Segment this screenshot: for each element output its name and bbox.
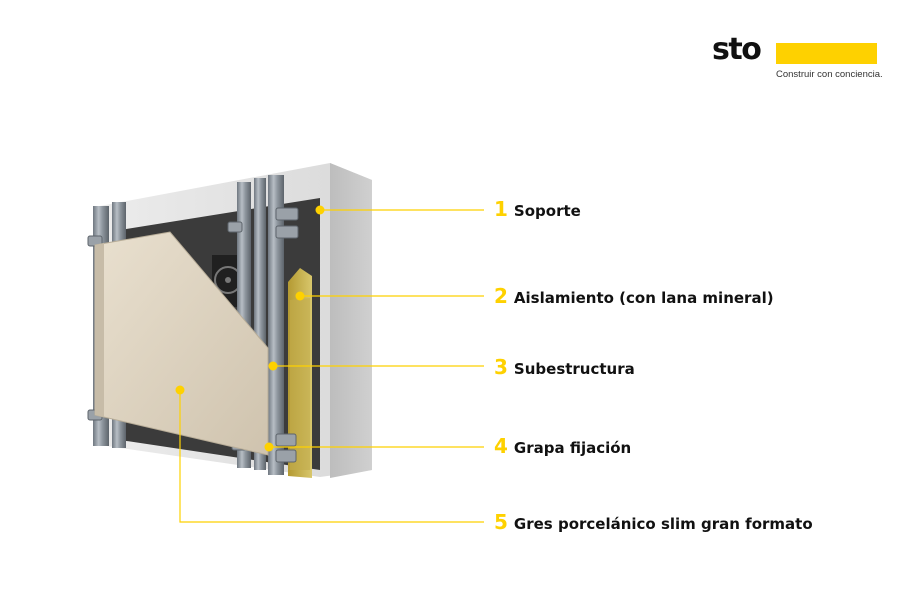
callout-3: 3 Subestructura [494,355,635,379]
callout-dot-5 [175,385,185,395]
callout-leaders [179,209,484,523]
logo-tagline: Construir con conciencia. [776,69,883,80]
logo-accent-bar [776,43,877,64]
callout-number: 2 [494,284,508,308]
porcelain-tile-panel [94,231,269,456]
callout-number: 5 [494,510,508,534]
callout-label: Soporte [513,202,581,220]
callout-label: Subestructura [513,360,635,378]
callout-dots [175,205,325,452]
callout-dot-1 [315,205,325,215]
callout-1: 1 Soporte [494,197,581,221]
callout-label: Grapa fijación [513,439,632,457]
callout-number: 3 [494,355,508,379]
callout-label: Gres porcelánico slim gran formato [513,515,813,533]
callout-dot-3 [268,361,278,371]
callout-dot-4 [264,442,274,452]
callout-label: Aislamiento (con lana mineral) [513,289,774,307]
callout-5: 5 Gres porcelánico slim gran formato [494,510,813,534]
logo-wordmark: sto [712,32,762,67]
callout-dot-2 [295,291,305,301]
callout-number: 4 [494,434,508,458]
callout-4: 4 Grapa fijación [494,434,631,458]
insulation-layer [288,268,312,478]
sto-logo: sto Construir con conciencia. [712,32,883,86]
callout-2: 2 Aislamiento (con lana mineral) [494,284,774,308]
callout-number: 1 [494,197,508,221]
